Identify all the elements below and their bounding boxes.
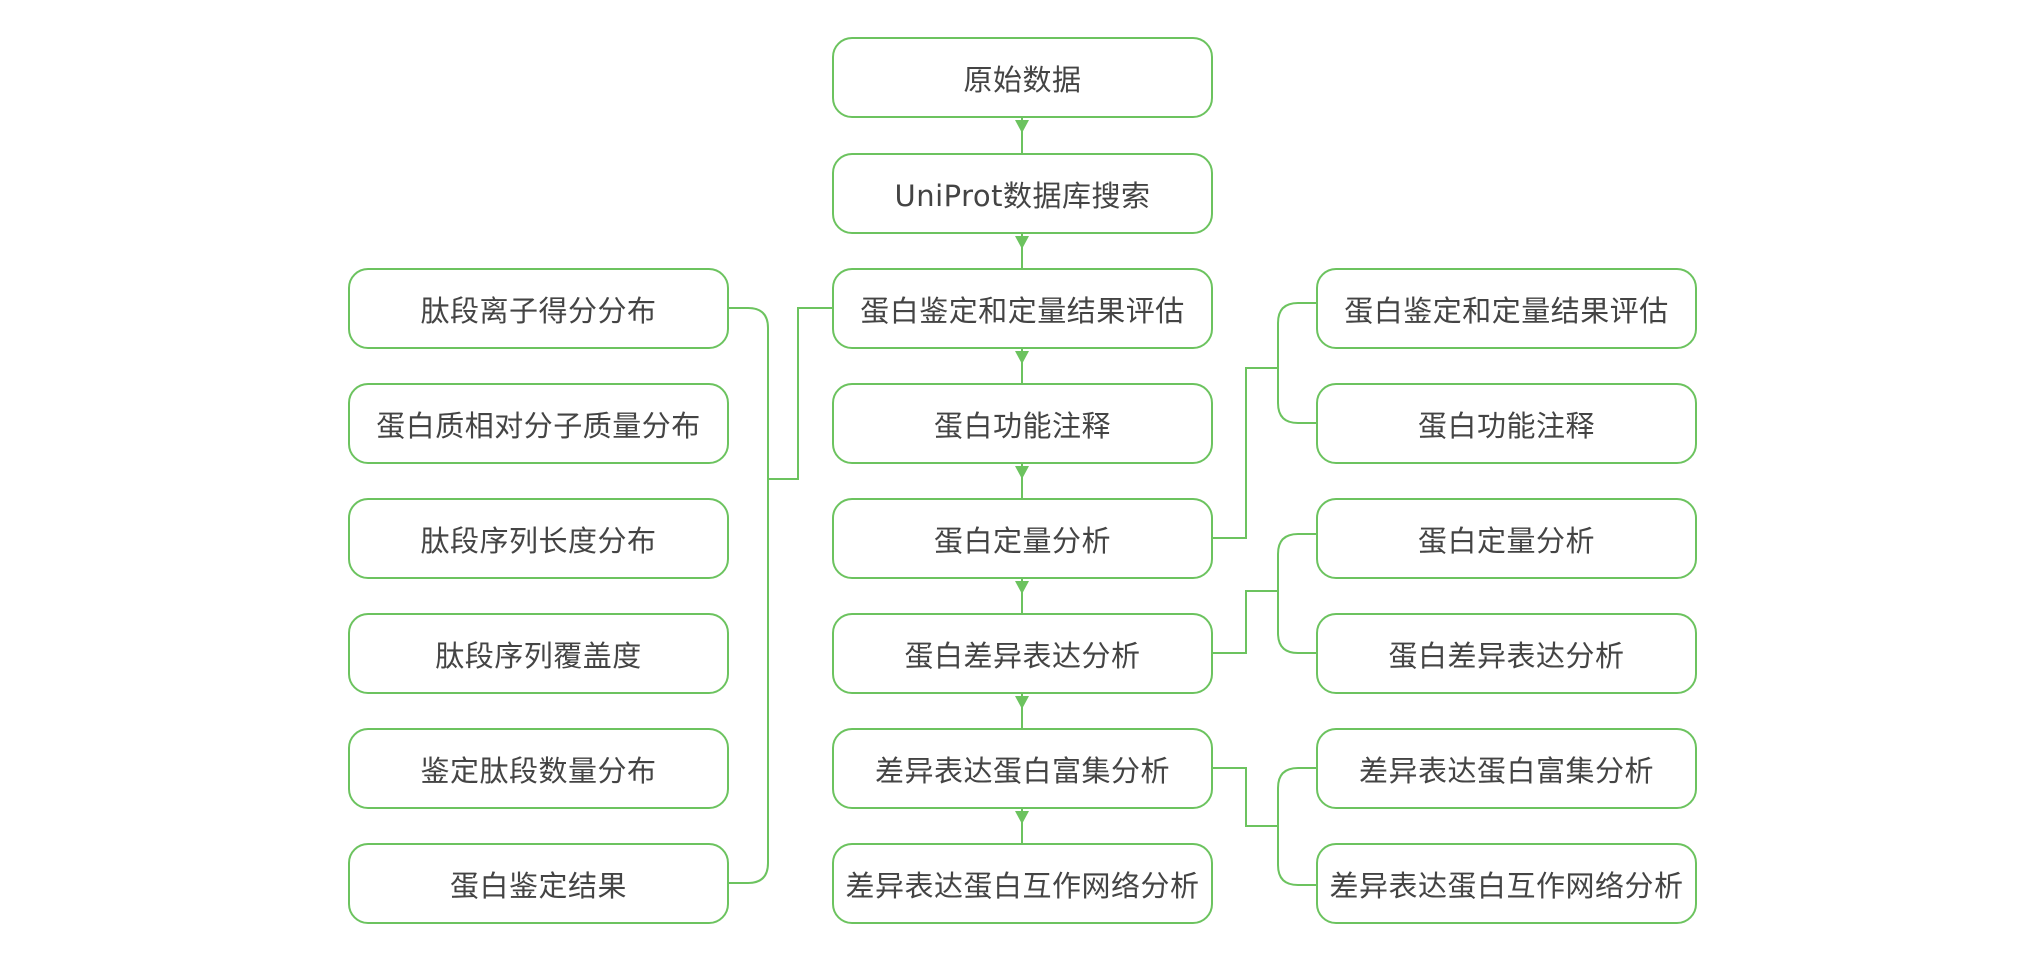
right-bracket-c-connector xyxy=(1213,767,1278,827)
arrowhead-3 xyxy=(1015,351,1029,364)
node-label: 蛋白定量分析 xyxy=(1417,523,1595,558)
node-label: 蛋白鉴定结果 xyxy=(449,868,627,903)
node-label: 蛋白差异表达分析 xyxy=(904,638,1141,673)
right-bracket-a-connector xyxy=(1213,367,1278,539)
node-label: 蛋白鉴定和定量结果评估 xyxy=(1344,293,1669,328)
node-interaction-network-analysis-right: 差异表达蛋白互作网络分析 xyxy=(1316,843,1697,924)
node-uniprot-search: UniProt数据库搜索 xyxy=(832,153,1213,234)
node-peptide-sequence-coverage: 肽段序列覆盖度 xyxy=(348,613,729,694)
arrowhead-2 xyxy=(1015,236,1029,249)
arrowhead-6 xyxy=(1015,696,1029,709)
node-label: 鉴定肽段数量分布 xyxy=(420,753,657,788)
right-bracket-c-rail xyxy=(1277,767,1316,886)
node-peptide-length-distribution: 肽段序列长度分布 xyxy=(348,498,729,579)
node-label: UniProt数据库搜索 xyxy=(894,178,1151,213)
node-label: 差异表达蛋白互作网络分析 xyxy=(1329,868,1684,903)
node-label: 肽段序列长度分布 xyxy=(420,523,657,558)
left-bracket-rail xyxy=(729,307,769,884)
node-protein-function-annotation-right: 蛋白功能注释 xyxy=(1316,383,1697,464)
node-identification-quantification-evaluation-right: 蛋白鉴定和定量结果评估 xyxy=(1316,268,1697,349)
node-enrichment-analysis-right: 差异表达蛋白富集分析 xyxy=(1316,728,1697,809)
node-protein-quantification-analysis: 蛋白定量分析 xyxy=(832,498,1213,579)
node-identification-quantification-evaluation: 蛋白鉴定和定量结果评估 xyxy=(832,268,1213,349)
arrowhead-1 xyxy=(1015,120,1029,133)
node-protein-quantification-analysis-right: 蛋白定量分析 xyxy=(1316,498,1697,579)
arrowhead-5 xyxy=(1015,581,1029,594)
right-bracket-b-rail xyxy=(1277,533,1316,654)
arrowhead-4 xyxy=(1015,466,1029,479)
node-differential-expression-analysis: 蛋白差异表达分析 xyxy=(832,613,1213,694)
node-label: 差异表达蛋白富集分析 xyxy=(1358,753,1654,788)
node-label: 原始数据 xyxy=(963,62,1082,97)
node-label: 蛋白鉴定和定量结果评估 xyxy=(860,293,1185,328)
right-bracket-b-connector xyxy=(1213,590,1278,654)
node-label: 蛋白功能注释 xyxy=(933,408,1111,443)
node-label: 蛋白质相对分子质量分布 xyxy=(376,408,701,443)
arrowhead-7 xyxy=(1015,811,1029,824)
node-label: 蛋白差异表达分析 xyxy=(1388,638,1625,673)
node-label: 差异表达蛋白互作网络分析 xyxy=(845,868,1200,903)
node-raw-data: 原始数据 xyxy=(832,37,1213,118)
node-protein-function-annotation: 蛋白功能注释 xyxy=(832,383,1213,464)
node-enrichment-analysis: 差异表达蛋白富集分析 xyxy=(832,728,1213,809)
node-protein-identification-results: 蛋白鉴定结果 xyxy=(348,843,729,924)
node-peptide-ion-score-distribution: 肽段离子得分分布 xyxy=(348,268,729,349)
right-bracket-a-rail xyxy=(1277,302,1316,424)
node-interaction-network-analysis: 差异表达蛋白互作网络分析 xyxy=(832,843,1213,924)
node-label: 蛋白功能注释 xyxy=(1417,408,1595,443)
node-label: 蛋白定量分析 xyxy=(933,523,1111,558)
node-identified-peptide-count-distribution: 鉴定肽段数量分布 xyxy=(348,728,729,809)
node-label: 差异表达蛋白富集分析 xyxy=(874,753,1170,788)
left-bracket-connector xyxy=(768,307,832,480)
node-label: 肽段序列覆盖度 xyxy=(435,638,642,673)
node-differential-expression-analysis-right: 蛋白差异表达分析 xyxy=(1316,613,1697,694)
node-protein-molecular-weight-distribution: 蛋白质相对分子质量分布 xyxy=(348,383,729,464)
node-label: 肽段离子得分分布 xyxy=(420,293,657,328)
